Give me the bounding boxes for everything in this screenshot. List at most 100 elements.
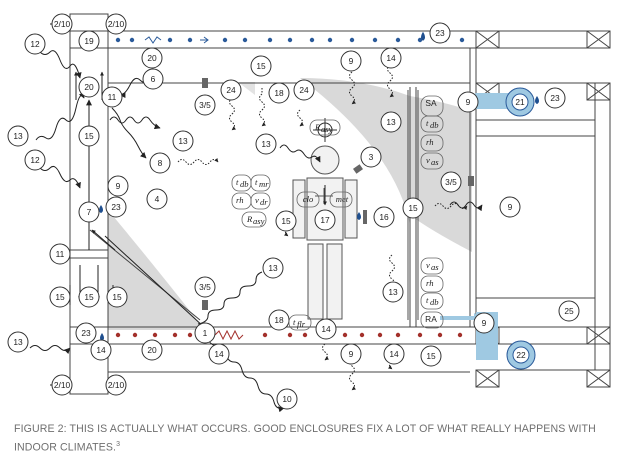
- svg-text:3/5: 3/5: [445, 177, 457, 187]
- callout-12-top: 12: [24, 33, 46, 55]
- callout-2-10-tl: 2/10: [51, 13, 73, 35]
- svg-text:rh: rh: [426, 137, 434, 147]
- occupant-head: [310, 145, 340, 175]
- svg-text:12: 12: [30, 39, 40, 49]
- callout-10: 10: [276, 388, 298, 410]
- svg-text:23: 23: [550, 93, 560, 103]
- svg-text:13: 13: [261, 139, 271, 149]
- svg-text:6: 6: [151, 74, 156, 84]
- stagnant-air-zones: [108, 78, 472, 330]
- callout-3-5-right: 3/5: [440, 171, 462, 193]
- hvac-supply-duct: [460, 87, 535, 117]
- svg-text:9: 9: [508, 202, 513, 212]
- callout-15-lb1: 15: [49, 286, 71, 308]
- svg-text:as: as: [431, 262, 439, 272]
- svg-text:t: t: [255, 177, 258, 187]
- callout-25: 25: [558, 300, 580, 322]
- svg-text:3/5: 3/5: [199, 100, 211, 110]
- callout-23-left: 23: [105, 196, 127, 218]
- svg-text:16: 16: [379, 212, 389, 222]
- callout-23-top: 23: [429, 22, 451, 44]
- callout-16: 16: [373, 206, 395, 228]
- svg-text:t: t: [426, 118, 429, 128]
- callout-14-floor: 14: [208, 343, 230, 365]
- svg-text:db: db: [240, 179, 249, 189]
- callout-9-floor: 9: [340, 343, 362, 365]
- callout-9-right: 9: [499, 196, 521, 218]
- building-structure: [69, 13, 611, 395]
- svg-text:met: met: [336, 194, 349, 204]
- svg-text:23: 23: [111, 202, 121, 212]
- callout-2-10-tr: 2/10: [105, 13, 127, 35]
- svg-text:db: db: [430, 120, 439, 130]
- svg-text:v: v: [426, 260, 430, 270]
- svg-text:R: R: [314, 122, 321, 132]
- svg-text:as: as: [431, 157, 439, 167]
- svg-text:12: 12: [30, 155, 40, 165]
- svg-text:flr: flr: [297, 319, 306, 329]
- callout-24-right: 24: [293, 79, 315, 101]
- callout-7: 7: [78, 201, 100, 223]
- svg-text:2/10: 2/10: [108, 19, 125, 29]
- svg-text:asy: asy: [321, 124, 333, 134]
- svg-text:RA: RA: [425, 314, 437, 324]
- svg-text:13: 13: [13, 337, 23, 347]
- svg-text:9: 9: [116, 181, 121, 191]
- svg-text:2/10: 2/10: [108, 380, 125, 390]
- svg-text:23: 23: [81, 328, 91, 338]
- svg-text:1: 1: [203, 328, 208, 338]
- svg-text:9: 9: [349, 56, 354, 66]
- svg-text:SA: SA: [425, 98, 437, 108]
- figure-caption: FIGURE 2: THIS IS ACTUALLY WHAT OCCURS. …: [14, 422, 614, 456]
- svg-text:20: 20: [147, 53, 157, 63]
- svg-text:11: 11: [56, 249, 65, 259]
- floor-dots: [115, 332, 463, 338]
- callout-2-10-bl: 2/10: [51, 374, 73, 396]
- occupant-figure: [292, 145, 358, 320]
- callout-23-right: 23: [544, 87, 566, 109]
- svg-text:dr: dr: [260, 197, 268, 207]
- svg-text:v: v: [426, 155, 430, 165]
- svg-text:14: 14: [386, 53, 396, 63]
- floor-heater-zigzag: [214, 329, 244, 341]
- callout-14-left: 14: [90, 339, 112, 361]
- callout-4: 4: [146, 188, 168, 210]
- svg-text:2/10: 2/10: [54, 19, 71, 29]
- svg-text:19: 19: [84, 36, 94, 46]
- svg-text:15: 15: [84, 131, 94, 141]
- callout-13-head: 13: [255, 133, 277, 155]
- callout-11-bottom: 11: [49, 243, 71, 265]
- radiation-sensor-icon: [313, 118, 337, 142]
- svg-text:13: 13: [268, 263, 278, 273]
- svg-text:15: 15: [426, 351, 436, 361]
- callout-14-feet: 14: [315, 318, 337, 340]
- svg-text:rh: rh: [426, 278, 434, 288]
- svg-text:14: 14: [389, 349, 399, 359]
- callout-3: 3: [360, 146, 382, 168]
- callout-20-mid: 20: [78, 76, 100, 98]
- callout-14-top: 14: [380, 47, 402, 69]
- callout-21: 21: [515, 97, 525, 107]
- callout-15-right: 15: [402, 197, 424, 219]
- callout-15-lb2: 15: [78, 286, 100, 308]
- callout-circles: 19 2/10 2/10 20 23 12 12 13 20 11 6 15 1…: [7, 13, 580, 410]
- svg-text:22: 22: [516, 350, 526, 360]
- callout-11-top: 11: [101, 86, 123, 108]
- callout-13-right-low: 13: [382, 281, 404, 303]
- callout-9-left: 9: [107, 175, 129, 197]
- svg-text:13: 13: [178, 136, 188, 146]
- svg-text:14: 14: [96, 345, 106, 355]
- callout-13-left: 13: [7, 125, 29, 147]
- callout-23-bottom: 23: [75, 322, 97, 344]
- svg-text:clo: clo: [303, 194, 314, 204]
- callout-6: 6: [142, 68, 164, 90]
- svg-text:24: 24: [226, 85, 236, 95]
- callout-17: 17: [314, 209, 336, 231]
- svg-text:7: 7: [87, 207, 92, 217]
- callout-24-left: 24: [220, 79, 242, 101]
- caption-footnote: 3: [116, 441, 121, 448]
- svg-text:14: 14: [321, 324, 331, 334]
- svg-text:9: 9: [466, 97, 471, 107]
- callout-15-shaft: 15: [78, 125, 100, 147]
